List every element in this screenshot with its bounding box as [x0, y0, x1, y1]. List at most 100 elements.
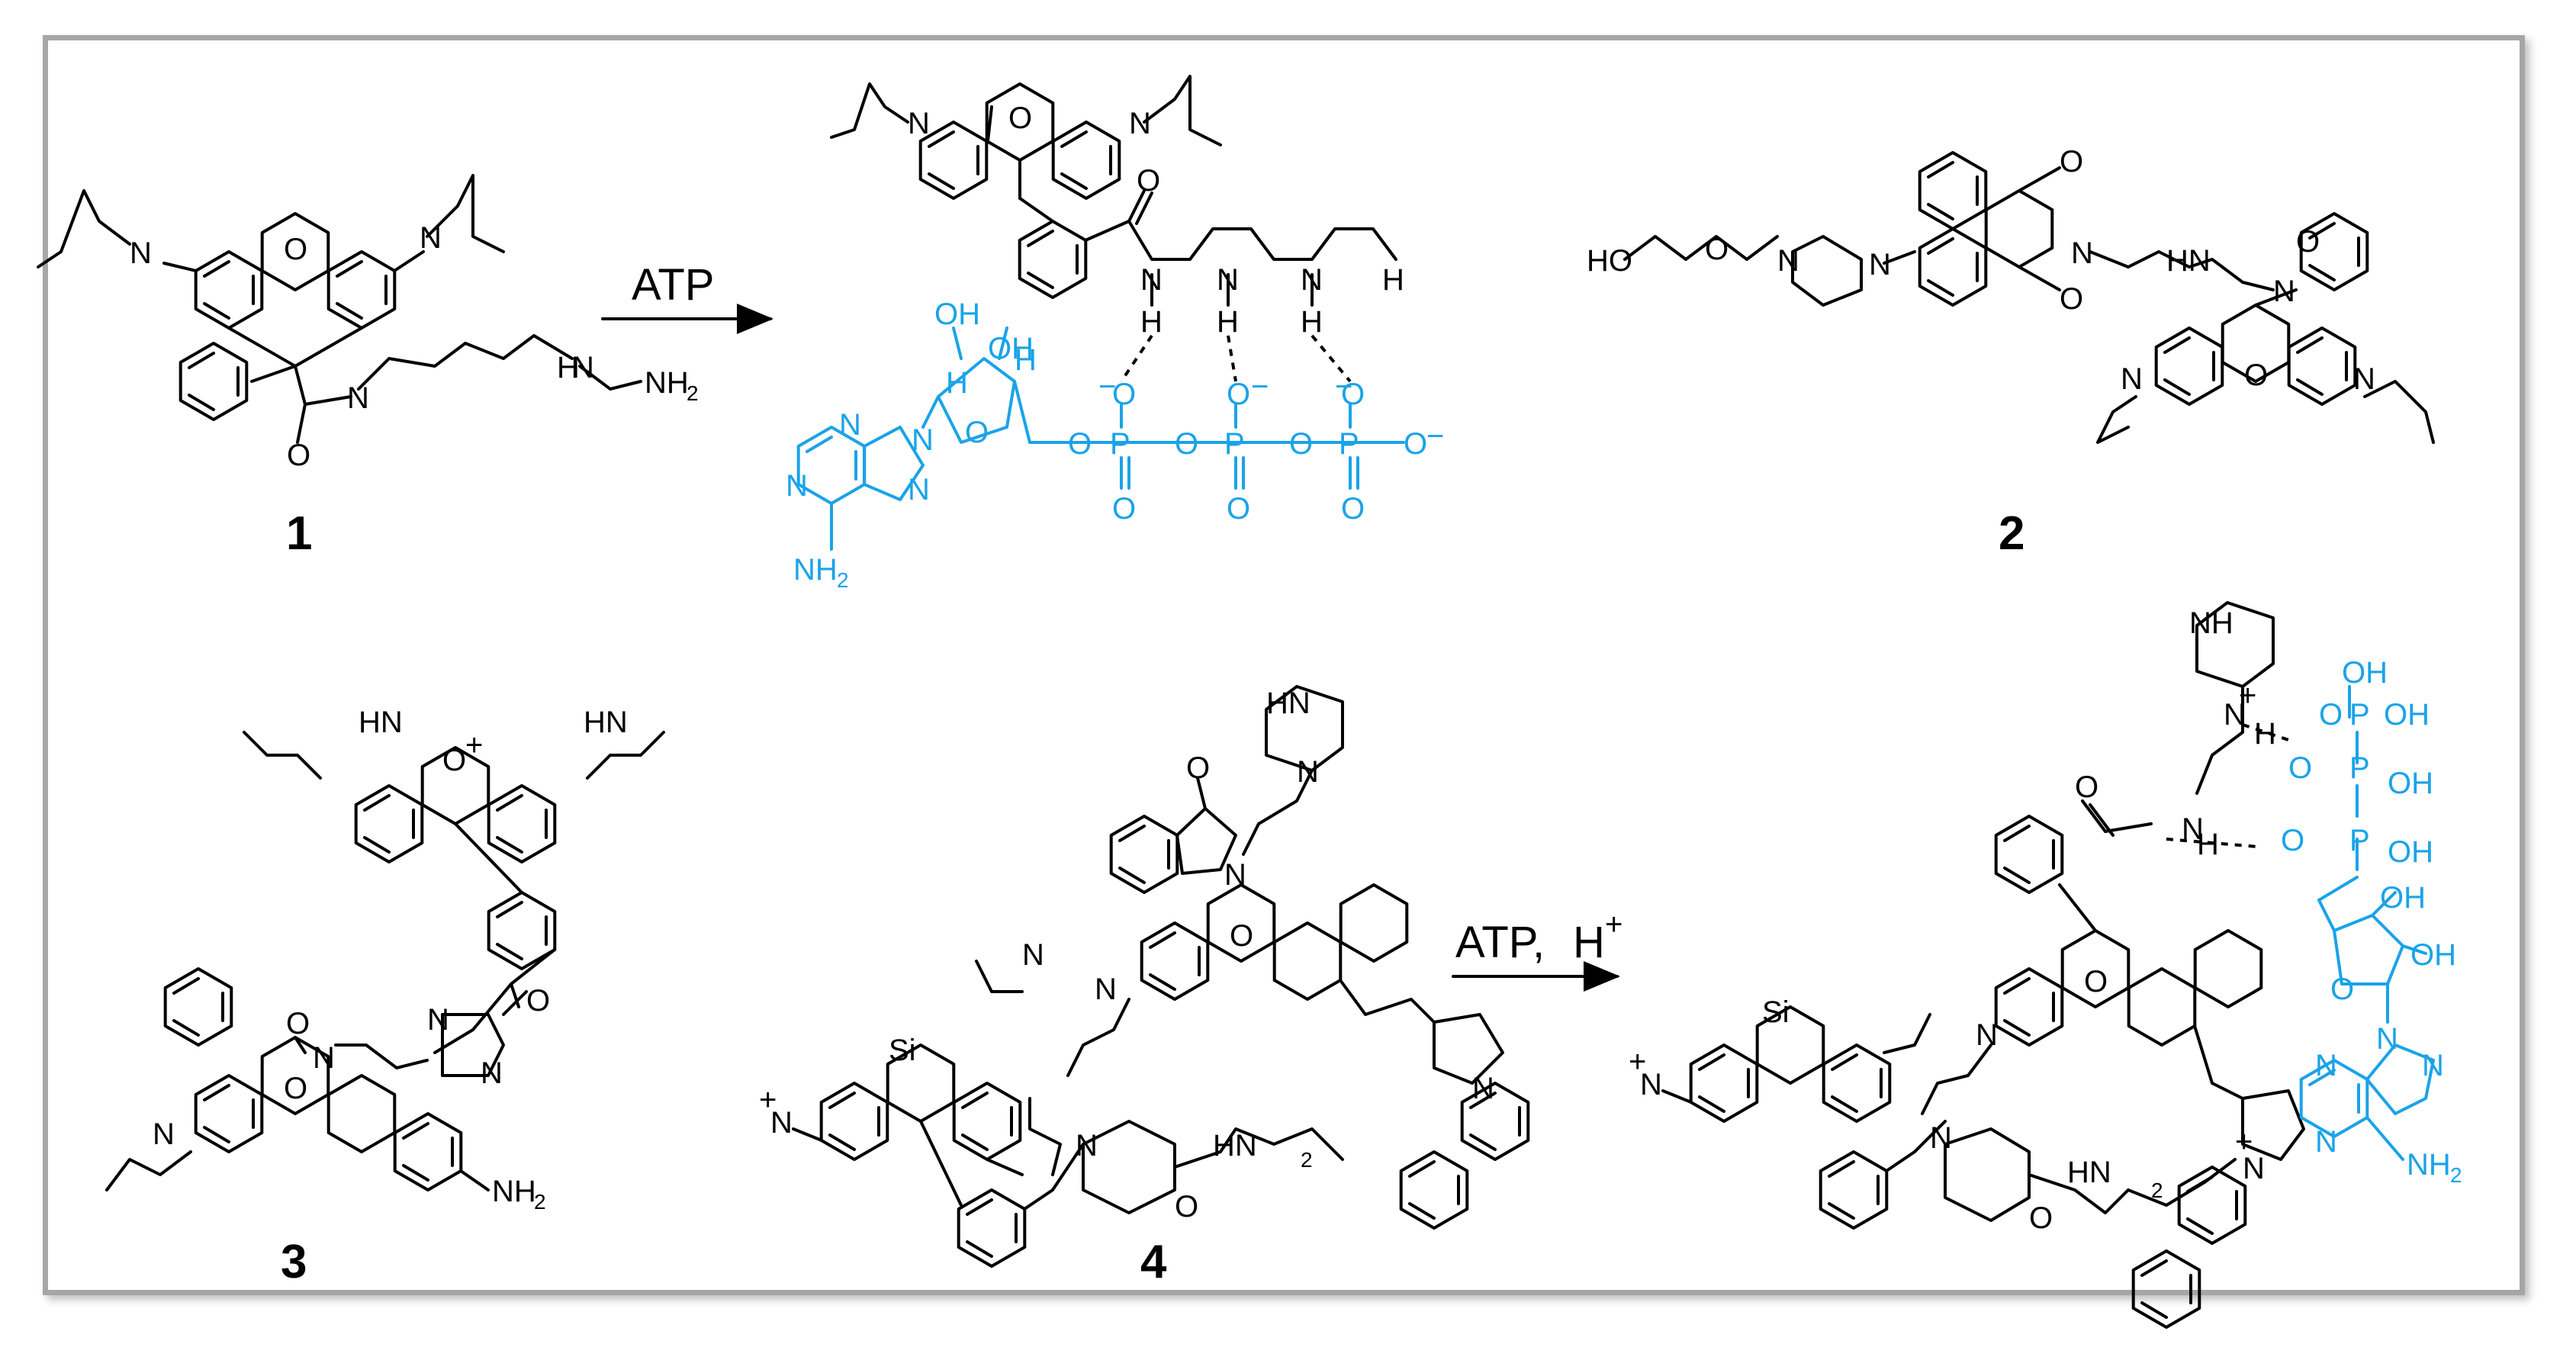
- compound-1-structure: [37, 174, 642, 444]
- charge-plus: +: [2239, 679, 2256, 712]
- atom-o: O: [1175, 1190, 1198, 1224]
- atp-moiety-bottom: [2299, 685, 2435, 1161]
- atom-n: N: [1301, 263, 1323, 297]
- atom-o: O: [2029, 1201, 2053, 1235]
- atom-n: N: [2243, 1152, 2265, 1185]
- atom-nh: NH: [2189, 606, 2233, 640]
- atom-n: N: [1472, 1072, 1494, 1105]
- charge-plus: +: [759, 1083, 777, 1117]
- atom-o: O: [1175, 427, 1198, 461]
- atom-oh: OH: [2384, 698, 2430, 732]
- atom-o: O: [1008, 101, 1032, 135]
- compound-2-structure: [1623, 151, 2435, 444]
- atom-ho: HO: [1587, 244, 1632, 278]
- atom-nh2: NH: [492, 1175, 536, 1208]
- atom-n: N: [2071, 236, 2093, 270]
- atom-o: O: [2330, 973, 2354, 1006]
- charge-minus: −: [1251, 370, 1269, 404]
- atom-sub: 2: [687, 381, 699, 405]
- atom-h: H: [1217, 305, 1239, 339]
- atom-n: N: [908, 473, 930, 506]
- compound-3-structure: [105, 731, 665, 1191]
- atom-n: N: [2422, 1049, 2444, 1082]
- atom-hn: HN: [359, 706, 403, 739]
- atom-n: N: [1076, 1129, 1098, 1162]
- atom-n: N: [1217, 263, 1239, 297]
- atom-p: P: [2349, 824, 2370, 857]
- atom-o: O: [284, 1072, 307, 1105]
- atom-o: O: [1227, 492, 1250, 526]
- atom-n: N: [1930, 1121, 1952, 1155]
- atom-nh2: NH: [793, 553, 838, 587]
- atom-o: O: [965, 416, 989, 449]
- atom-n: N: [481, 1056, 503, 1090]
- atom-o: O: [287, 439, 310, 472]
- reagent-atp-bottom: ATP,: [1455, 918, 1545, 967]
- atom-o: O: [2244, 359, 2268, 392]
- atom-hn: HN: [2166, 244, 2211, 278]
- charge-minus: −: [1335, 370, 1352, 404]
- atom-n: N: [770, 1106, 793, 1140]
- atom-o: O: [1137, 164, 1160, 198]
- atom-o: O: [2281, 824, 2304, 857]
- reagent-atp-top: ATP: [632, 260, 715, 310]
- atom-o: O: [1230, 919, 1253, 953]
- reagent-proton: H: [1573, 918, 1605, 967]
- atom-p: P: [2349, 698, 2370, 732]
- atom-si: Si: [889, 1034, 916, 1067]
- atom-oh: OH: [2388, 767, 2433, 800]
- charge-plus: +: [465, 728, 483, 762]
- reagent-proton-charge: +: [1605, 908, 1622, 941]
- atom-h: H: [946, 366, 968, 400]
- atom-nh2: NH: [2407, 1148, 2451, 1182]
- atom-o: O: [2288, 751, 2312, 785]
- atom-sub: 2: [534, 1190, 546, 1214]
- atom-o: O: [1404, 427, 1427, 461]
- compound-4-structure: [792, 685, 1530, 1268]
- atom-n: N: [2353, 362, 2375, 396]
- atom-p: P: [1339, 427, 1359, 461]
- atom-hn: HN: [2067, 1156, 2111, 1189]
- charge-minus: −: [1426, 420, 1444, 453]
- atom-o: O: [2319, 698, 2343, 732]
- atom-n: N: [2121, 362, 2143, 396]
- atom-hn: HN: [1266, 687, 1311, 720]
- atom-n: N: [130, 236, 152, 270]
- atom-oh: OH: [2410, 938, 2456, 972]
- atom-n: N: [572, 351, 594, 384]
- atom-h: H: [1015, 343, 1037, 377]
- compound-4-label: 4: [1140, 1236, 1167, 1288]
- atom-n: N: [912, 423, 934, 457]
- atom-n: N: [153, 1117, 175, 1151]
- atom-oh: OH: [2342, 656, 2388, 690]
- atom-o: O: [284, 233, 307, 266]
- atom-n: N: [1095, 973, 1117, 1006]
- atom-hn: HN: [584, 706, 628, 739]
- compound-4-atp-complex-structure: [1661, 601, 2305, 1329]
- atom-h: H: [1382, 263, 1404, 297]
- charge-plus: +: [1629, 1045, 1646, 1079]
- atom-o: O: [1341, 492, 1365, 526]
- atom-n: N: [2315, 1125, 2337, 1159]
- atom-n: N: [1129, 107, 1151, 140]
- compound-1-label: 1: [286, 507, 312, 560]
- figure-frame: [43, 35, 2525, 1295]
- atom-o: O: [286, 1007, 310, 1040]
- atom-n: N: [839, 408, 861, 442]
- atom-hn: HN: [1213, 1129, 1257, 1162]
- atom-o: O: [2060, 145, 2083, 178]
- atom-oh: OH: [2380, 881, 2426, 915]
- atom-o: O: [2296, 225, 2320, 259]
- charge-minus: −: [1098, 370, 1116, 404]
- atom-si: Si: [1762, 995, 1790, 1029]
- atom-o: O: [1227, 378, 1250, 411]
- atom-sub: 2: [1301, 1148, 1313, 1172]
- atom-n: N: [1224, 858, 1246, 892]
- atom-n: N: [1297, 755, 1319, 789]
- atom-sub: 2: [2151, 1179, 2163, 1202]
- atom-n: N: [2376, 1022, 2398, 1056]
- atom-p: P: [1110, 427, 1130, 461]
- compound-3-label: 3: [281, 1236, 307, 1288]
- atom-n: N: [313, 1041, 335, 1075]
- atom-n: N: [2224, 698, 2246, 732]
